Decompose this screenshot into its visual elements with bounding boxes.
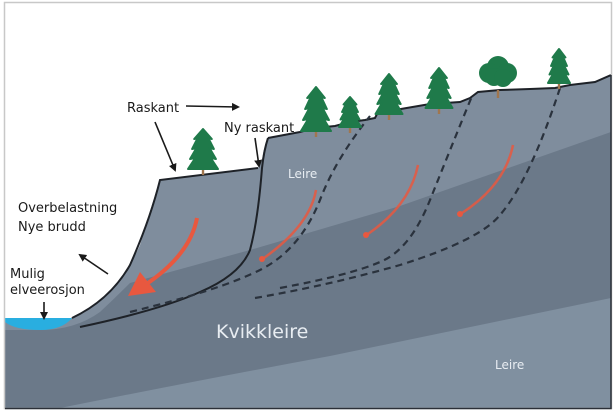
label-ny-raskant: Ny raskant [224,121,294,136]
dashed-slip-1 [129,115,371,314]
movement-arrows [128,144,515,296]
tree-trunk [314,129,318,137]
tree-2-conifer-icon [300,86,332,137]
tree-crown [374,73,404,115]
label-nye-brudd: Nye brudd [18,220,86,235]
tree-6-deciduous-icon [479,56,517,98]
label-kvikkleire: Kvikkleire [216,321,308,343]
label-leire-lower: Leire [495,358,524,372]
tree-4-conifer-icon [374,73,404,120]
tree-crown [338,96,362,128]
label-leire-upper: Leire [288,167,317,181]
tree-crown [300,86,332,132]
tree-trunk [437,106,441,114]
movement-arrow-large [143,217,199,287]
tree-crown-lobe [494,69,512,87]
dashed-slip-2 [279,95,474,290]
arrow-overbelastning [78,253,109,275]
label-elveerosjon: elveerosjon [10,283,85,298]
annotation-arrows [40,102,263,320]
tree-crown [547,48,571,84]
tree-crown [424,67,454,109]
tree-trunk [387,112,391,120]
movement-arrow-3 [367,164,420,236]
frame-shadow [5,75,612,410]
arrow-ny-raskant-down [254,137,263,168]
arrow-raskant-down [154,121,177,172]
movement-arrow-4-head [457,211,463,217]
tree-trunk [557,81,561,89]
tree-7-conifer-icon [547,48,571,89]
label-raskant: Raskant [127,101,179,116]
tree-trunk [348,125,352,133]
leire-lower-layer [60,298,611,408]
tree-crown [187,128,219,170]
slip-surface-old [71,167,259,319]
movement-arrow-4 [461,144,515,215]
river-water [5,318,72,330]
trees [187,48,571,175]
slip-surface-new [79,137,269,328]
arrow-raskant-right [185,102,240,111]
tree-5-conifer-icon [424,67,454,114]
movement-arrow-3-head [363,232,369,238]
label-mulig: Mulig [10,267,45,282]
tree-trunk [496,90,500,98]
label-overbelastning: Overbelastning [18,201,117,216]
movement-arrow-2 [263,189,318,260]
movement-arrow-2-head [259,256,265,262]
tree-trunk [201,167,205,175]
tree-3-conifer-icon [338,96,362,133]
movement-arrow-large-head [128,272,156,296]
tree-1-conifer-icon [187,128,219,175]
